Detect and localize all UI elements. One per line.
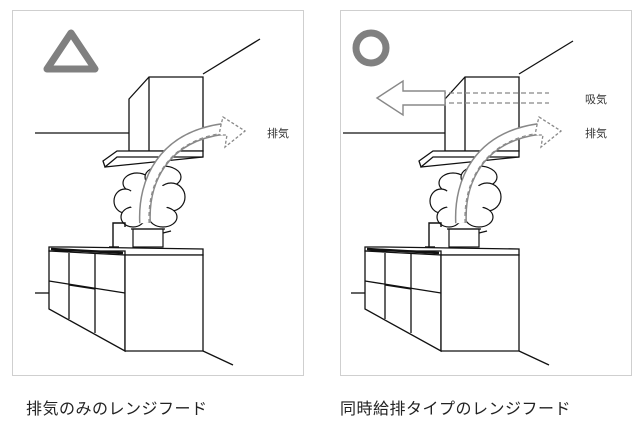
kitchen-counter bbox=[49, 247, 203, 351]
exhaust-label: 排気 bbox=[585, 125, 607, 141]
faucet bbox=[109, 223, 125, 247]
circle-rating-icon bbox=[356, 33, 386, 63]
pot bbox=[447, 229, 487, 247]
exhaust-only-caption: 排気のみのレンジフード bbox=[26, 395, 208, 419]
simultaneous-supply-exhaust-panel: 吸気 排気 bbox=[340, 10, 632, 376]
intake-arrow bbox=[377, 81, 445, 115]
kitchen-counter bbox=[365, 247, 519, 351]
pot bbox=[131, 229, 171, 247]
simultaneous-caption: 同時給排タイプのレンジフード bbox=[340, 395, 571, 419]
exhaust-only-kitchen-illustration bbox=[13, 11, 305, 377]
simultaneous-kitchen-illustration bbox=[341, 11, 633, 377]
range-hood bbox=[103, 77, 203, 167]
triangle-rating-icon bbox=[47, 33, 95, 69]
exhaust-only-panel: 排気 bbox=[12, 10, 304, 376]
intake-label: 吸気 bbox=[585, 91, 607, 107]
exhaust-label: 排気 bbox=[267, 125, 289, 141]
faucet bbox=[425, 223, 441, 247]
